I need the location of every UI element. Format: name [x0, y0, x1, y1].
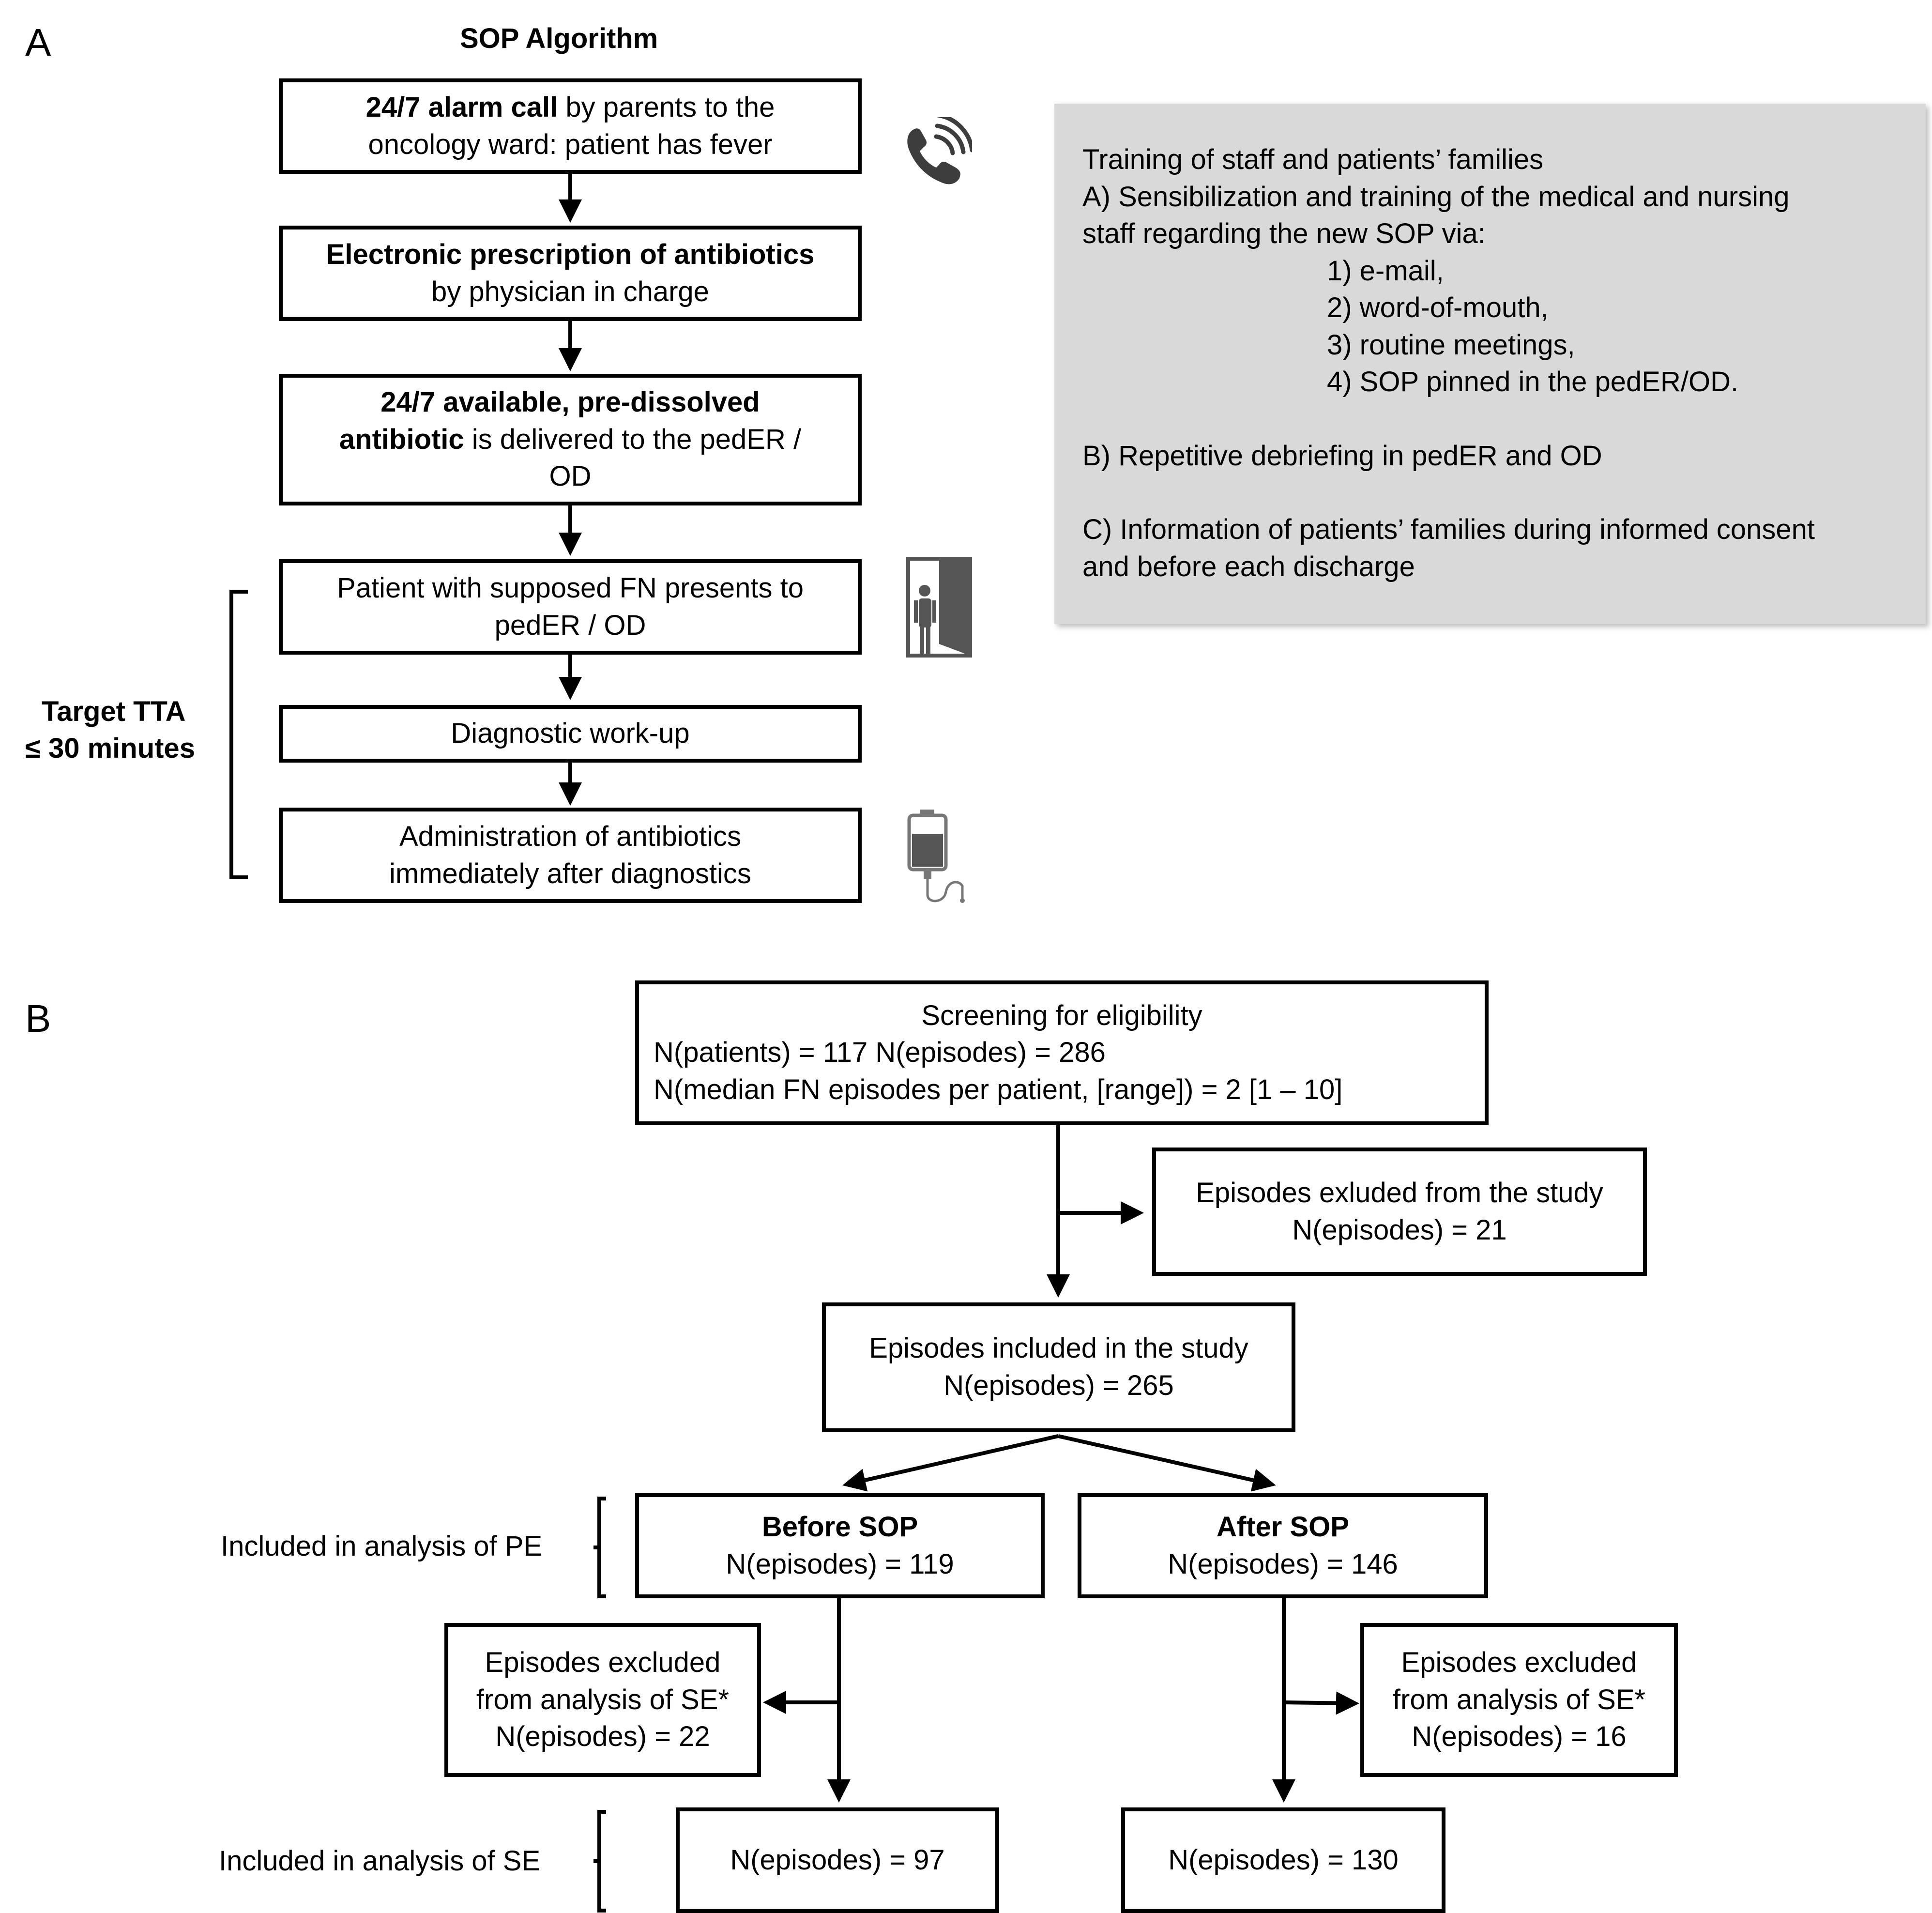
step3-bold2: antibiotic — [339, 423, 464, 455]
excluded-se-after-box: Episodes excluded from analysis of SE* N… — [1360, 1623, 1678, 1777]
before-line2: N(episodes) = 119 — [726, 1548, 954, 1580]
training-line3: staff regarding the new SOP via: — [1082, 218, 1486, 250]
excl-before-line1: Episodes excluded — [485, 1647, 721, 1679]
excl-before-line2: from analysis of SE* — [476, 1683, 730, 1715]
label-included-se: Included in analysis of SE — [219, 1845, 541, 1877]
panel-b-label: B — [25, 997, 51, 1040]
training-c2: and before each discharge — [1082, 551, 1415, 582]
arrow-b-after-excl — [1283, 1691, 1359, 1715]
training-box: Training of staff and patients’ families… — [1054, 104, 1926, 624]
excluded-line2: N(episodes) = 21 — [1292, 1214, 1507, 1246]
training-item-3: 3) routine meetings, — [1327, 329, 1575, 361]
step5-line1: Diagnostic work-up — [451, 718, 690, 750]
step3-line1: 24/7 available, pre-dissolved — [380, 386, 760, 418]
iv-bag-icon — [907, 810, 965, 903]
training-line2: A) Sensibilization and training of the m… — [1082, 181, 1790, 213]
panel-a-label: A — [25, 21, 51, 64]
step-administration: Administration of antibiotics immediatel… — [279, 808, 862, 903]
training-line1: Training of staff and patients’ families — [1082, 144, 1544, 175]
step2-line2: by physician in charge — [431, 275, 709, 307]
excl-after-line2: from analysis of SE* — [1392, 1683, 1646, 1715]
se-after-value: N(episodes) = 130 — [1168, 1844, 1399, 1876]
target-tta-line1: Target TTA — [42, 696, 186, 727]
step-patient-presents: Patient with supposed FN presents to ped… — [279, 559, 862, 655]
excl-before-line3: N(episodes) = 22 — [495, 1721, 710, 1753]
screening-line3: N(median FN episodes per patient, [range… — [654, 1073, 1343, 1105]
screening-box: Screening for eligibility N(patients) = … — [635, 980, 1489, 1125]
step3-rest2: is delivered to the pedER / — [464, 423, 802, 455]
before-title: Before SOP — [761, 1511, 918, 1543]
step2-bold: Electronic prescription of antibiotics — [326, 238, 815, 270]
training-item-1: 1) e-mail, — [1327, 255, 1444, 287]
excluded-se-before-box: Episodes excluded from analysis of SE* N… — [444, 1623, 761, 1777]
included-study-box: Episodes included in the study N(episode… — [822, 1302, 1295, 1432]
target-tta-line2: ≤ 30 minutes — [25, 733, 195, 764]
step4-line2: pedER / OD — [494, 609, 646, 641]
step1-bold: 24/7 alarm call — [365, 91, 558, 123]
label-included-pe: Included in analysis of PE — [221, 1530, 543, 1562]
door-person-icon — [906, 557, 972, 658]
screening-title: Screening for eligibility — [921, 999, 1202, 1031]
step4-line1: Patient with supposed FN presents to — [337, 572, 804, 604]
excluded-line1: Episodes exluded from the study — [1196, 1177, 1603, 1209]
step-alarm-call: 24/7 alarm call by parents to the oncolo… — [279, 78, 862, 174]
arrow-b-right — [1058, 1434, 1276, 1492]
included-line1: Episodes included in the study — [869, 1332, 1248, 1364]
after-line2: N(episodes) = 146 — [1168, 1548, 1398, 1580]
step-electronic-prescription: Electronic prescription of antibiotics b… — [279, 226, 862, 321]
sop-title: SOP Algorithm — [460, 23, 658, 54]
training-b: B) Repetitive debriefing in pedER and OD — [1082, 440, 1602, 472]
included-line2: N(episodes) = 265 — [943, 1370, 1174, 1401]
screening-line2: N(patients) = 117 N(episodes) = 286 — [654, 1037, 1106, 1069]
step3-line3: OD — [549, 460, 592, 492]
excl-after-line3: N(episodes) = 16 — [1412, 1721, 1627, 1753]
excl-after-line1: Episodes excluded — [1401, 1647, 1637, 1679]
se-before-value: N(episodes) = 97 — [730, 1844, 945, 1876]
after-sop-box: After SOP N(episodes) = 146 — [1078, 1493, 1488, 1598]
after-title: After SOP — [1217, 1511, 1349, 1543]
step6-line2: immediately after diagnostics — [389, 857, 751, 889]
phone-icon — [907, 117, 972, 184]
training-item-2: 2) word-of-mouth, — [1327, 292, 1549, 324]
training-item-4: 4) SOP pinned in the pedER/OD. — [1327, 366, 1739, 398]
excluded-study-box: Episodes exluded from the study N(episod… — [1152, 1148, 1647, 1276]
pe-bracket — [597, 1497, 606, 1598]
step1-line2: oncology ward: patient has fever — [368, 128, 773, 160]
se-bracket — [597, 1810, 606, 1913]
training-c1: C) Information of patients’ families dur… — [1082, 514, 1815, 546]
se-before-box: N(episodes) = 97 — [676, 1807, 999, 1913]
target-bracket — [229, 590, 248, 879]
step-antibiotic-delivered: 24/7 available, pre-dissolved antibiotic… — [279, 374, 862, 505]
step-diagnostic-workup: Diagnostic work-up — [279, 705, 862, 763]
step6-line1: Administration of antibiotics — [399, 820, 741, 852]
step1-rest: by parents to the — [558, 91, 775, 123]
arrow-b-left — [842, 1434, 1059, 1492]
before-sop-box: Before SOP N(episodes) = 119 — [635, 1493, 1045, 1598]
se-after-box: N(episodes) = 130 — [1121, 1807, 1445, 1913]
